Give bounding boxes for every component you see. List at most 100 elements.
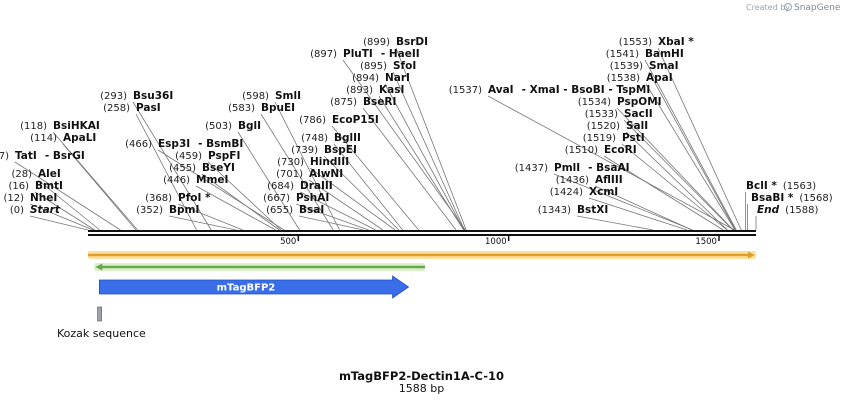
site-line-xcmi (588, 197, 688, 231)
site-line-bstxi (576, 215, 654, 231)
site-position: (12) (3, 193, 24, 204)
site-draiii[interactable]: (684)DraIII (267, 180, 333, 192)
site-pspomi[interactable]: (1534) PspOMI (578, 96, 662, 108)
site-position: (0) (10, 205, 24, 216)
site-smai[interactable]: (1539)SmaI (610, 60, 679, 72)
site-line-smai (648, 71, 736, 231)
site-position: (1553) (619, 37, 652, 48)
site-nari[interactable]: (894)NarI (352, 72, 410, 84)
site-position: (1436) (556, 175, 589, 186)
site-line-bglii (333, 143, 403, 231)
site-line-nhei (29, 203, 94, 231)
site-start[interactable]: (0)Start (10, 204, 61, 216)
brand-prefix: Created by (746, 3, 790, 12)
site-apai[interactable]: (1538)ApaI (607, 72, 673, 84)
site-name: BstXI (577, 204, 608, 216)
site-bstxi[interactable]: (1343)BstXI (538, 204, 609, 216)
snapgene-brand: Created by SnapGene (746, 3, 841, 13)
site-bspei[interactable]: (739) BspEI (291, 144, 357, 156)
site-bsihkai[interactable]: (118)BsiHKAI (20, 120, 100, 132)
site-xcmi[interactable]: (1424)XcmI (550, 186, 618, 198)
site-position: (77) (0, 151, 9, 162)
site-nhei[interactable]: (12) NheI (3, 192, 57, 204)
site-pspfi[interactable]: (459)PspFI (175, 150, 240, 162)
snapgene-logo-icon (784, 3, 792, 11)
feature-mtagbfp2[interactable]: mTagBFP2 (98, 275, 410, 299)
site-bpuei[interactable]: (583)BpuEI (228, 102, 295, 114)
site-hindiii[interactable]: (730)HindIII (277, 156, 349, 168)
site-avai[interactable]: (1537)AvaI- XmaI - BsoBI - TspMI (449, 84, 651, 96)
site-position: (701) (276, 169, 303, 180)
site-position: (1534) (578, 97, 611, 108)
site-line-sfoi (392, 71, 465, 231)
site-name: PfoI * (178, 192, 211, 204)
site-name: TatI (15, 150, 37, 162)
site-line-draiii (299, 191, 376, 231)
site-esp3i[interactable]: (466)Esp3I- BsmBI (125, 138, 243, 150)
site-ecori[interactable]: (1510)EcoRI (565, 144, 637, 156)
site-pasi[interactable]: (258)PasI (103, 102, 161, 114)
site-line-bspei (323, 155, 400, 231)
site-position: (1533) (585, 109, 618, 120)
feature-orange-bar[interactable] (88, 251, 756, 259)
site-pmli[interactable]: (1437)PmlI- BsaAI (515, 162, 630, 174)
site-position: (16) (8, 181, 29, 192)
site-name: SmlI (275, 90, 301, 102)
site-kasi[interactable]: (893)KasI (346, 84, 404, 96)
site-bsabi[interactable]: BsaBI *(1568) (751, 192, 833, 204)
site-sali[interactable]: (1520)SalI (587, 120, 648, 132)
site-afliii[interactable]: (1436)AflIII (556, 174, 623, 186)
site-name: PluTI (343, 48, 373, 60)
site-position: (739) (291, 145, 318, 156)
site-name: PmlI (554, 162, 580, 174)
site-mmei[interactable]: (446)MmeI (163, 174, 228, 186)
site-xbai[interactable]: (1553)XbaI * (619, 36, 695, 48)
site-pluti[interactable]: (897)PluTI- HaeII (310, 48, 420, 60)
site-psti[interactable]: (1519)PstI (583, 132, 645, 144)
feature-green-bar[interactable] (94, 263, 425, 271)
site-alei[interactable]: (28)AleI (11, 168, 60, 180)
site-bsrdi[interactable]: (899)BsrDI (363, 36, 428, 48)
site-name: BsrDI (396, 36, 428, 48)
site-name: BmtI (35, 180, 63, 192)
site-name: BseYI (202, 162, 235, 174)
site-name: NheI (30, 192, 57, 204)
site-bmti[interactable]: (16) BmtI (8, 180, 62, 192)
site-line-pspfi (207, 161, 282, 231)
site-bsai[interactable]: (655)BsaI (266, 204, 324, 216)
site-line-smli (274, 101, 340, 231)
site-bsu36i[interactable]: (293)Bsu36I (100, 90, 173, 102)
site-smli[interactable]: (598)SmlI (242, 90, 301, 102)
site-end[interactable]: End(1588) (757, 204, 819, 216)
site-ecop15i[interactable]: (786)EcoP15I (299, 114, 379, 126)
site-position: (368) (145, 193, 172, 204)
site-name: PspOMI (617, 96, 662, 108)
site-position: (446) (163, 175, 190, 186)
site-bcli[interactable]: BclI *(1563) (746, 180, 816, 192)
site-position: (583) (228, 103, 255, 114)
site-line-alei (37, 179, 101, 231)
site-bseri[interactable]: (875)BseRI (330, 96, 396, 108)
site-tati[interactable]: (77)TatI- BsrGI (0, 150, 85, 162)
feature-kozak-sequence[interactable]: Kozak sequence (57, 306, 146, 340)
site-bgli[interactable]: (503)BglI (205, 120, 261, 132)
site-apali[interactable]: (114)ApaLI (30, 132, 96, 144)
site-bamhi[interactable]: (1541)BamHI (606, 48, 684, 60)
site-name: EcoRI (604, 144, 637, 156)
site-extra-names: - BsmBI (198, 138, 243, 150)
site-name: SmaI (649, 60, 679, 72)
site-name: SfoI (393, 60, 416, 72)
site-bseyi[interactable]: (455)BseYI (169, 162, 235, 174)
site-sfoi[interactable]: (895)SfoI (360, 60, 416, 72)
site-position: (655) (266, 205, 293, 216)
site-bglii[interactable]: (748)BglII (301, 132, 361, 144)
site-pfoi[interactable]: (368) PfoI * (145, 192, 211, 204)
site-position: (897) (310, 49, 337, 60)
site-alwni[interactable]: (701)AlwNI (276, 168, 343, 180)
site-line-apai (645, 83, 736, 231)
site-pshai[interactable]: (667)PshAI (263, 192, 329, 204)
site-bpmi[interactable]: (352)BpmI (136, 204, 199, 216)
site-name: BspEI (324, 144, 357, 156)
site-sacii[interactable]: (1533)SacII (585, 108, 653, 120)
site-line-pspomi (616, 107, 734, 231)
